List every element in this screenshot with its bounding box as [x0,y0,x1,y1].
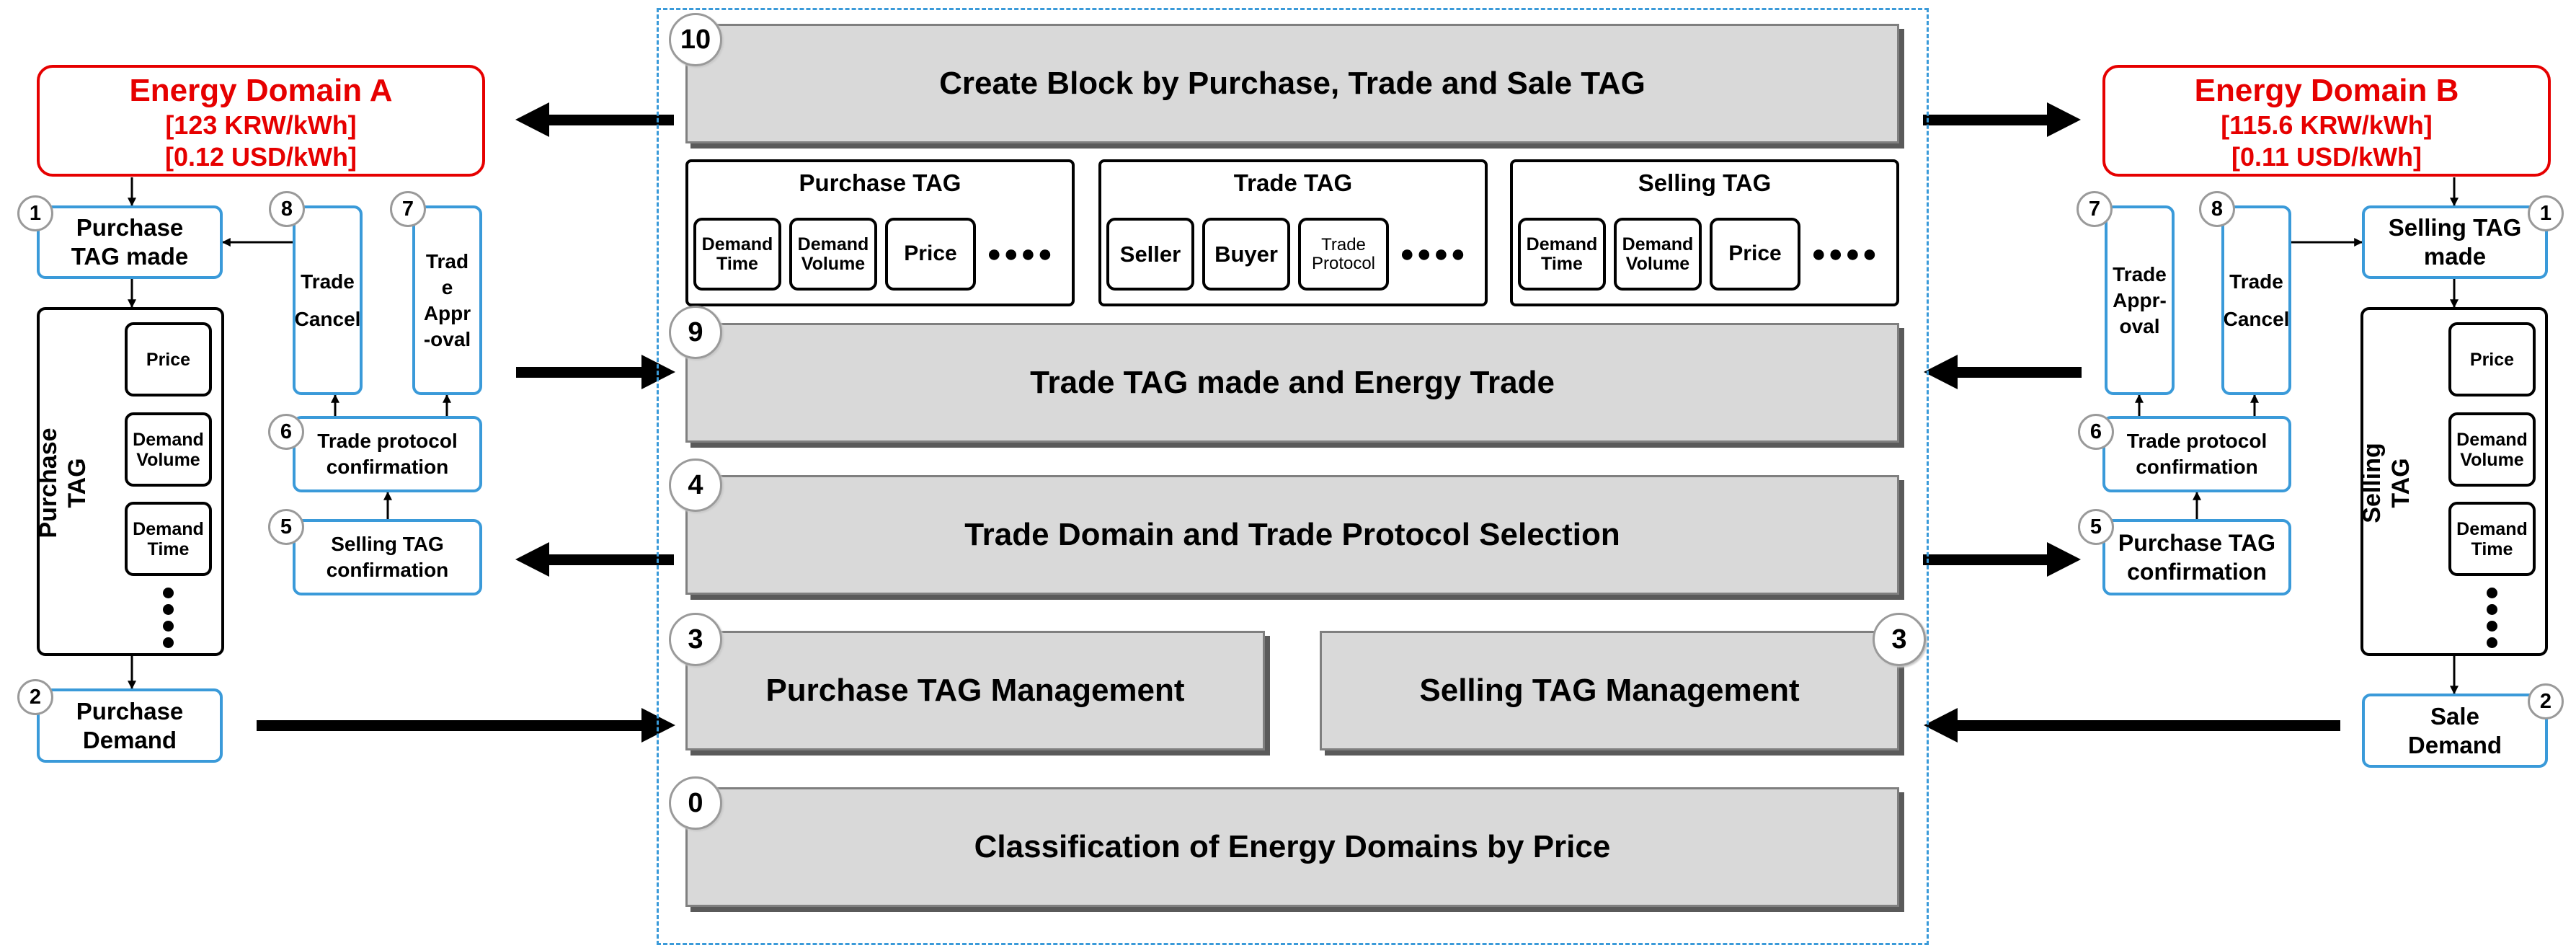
domain-a-purchase-tag-made: Purchase TAG made [37,205,223,279]
purchase-tag-title: Purchase TAG [799,169,961,196]
purchase-tag-demand-volume: Demand Volume [789,218,877,291]
domain-b-selling-tag-container: Selling TAG Price Demand Volume Demand T… [2358,307,2548,656]
purchase-tag-more: ●●●● [987,240,1055,267]
arrow-4-to-domain-a [515,542,674,577]
selling-tag-title: Selling TAG [1638,169,1772,196]
trade-tag-protocol: Trade Protocol [1298,218,1389,291]
domain-a-price-usd: [0.12 USD/kWh] [164,142,357,172]
selling-tag-price: Price [1710,218,1800,291]
trade-tag-more: ●●●● [1400,240,1468,267]
step-4-number: 4 [669,459,722,512]
domain-a-tag-container-label: Purchase TAG [35,428,91,539]
trade-tag-seller: Seller [1106,218,1194,291]
domain-a-step-1-number: 1 [17,195,53,231]
domain-a-step-8-number: 8 [269,191,305,227]
domain-b-title: Energy Domain B [2194,73,2459,108]
domain-b-trade-cancel: Trade Cancel [2221,205,2291,395]
arrow-10-to-domain-a [515,102,674,137]
selling-tag-demand-volume: Demand Volume [1614,218,1702,291]
domain-b-step-5-number: 5 [2078,509,2114,545]
step-9-label: Trade TAG made and Energy Trade [1030,365,1555,400]
domain-b-selling-tag-made: Selling TAG made [2362,205,2548,279]
domain-a-price-krw: [123 KRW/kWh] [165,110,357,140]
purchase-tag-panel: Purchase TAG Demand Time Demand Volume P… [685,159,1075,306]
step-4-label: Trade Domain and Trade Protocol Selectio… [964,517,1620,552]
step-9-box: Trade TAG made and Energy Trade [685,323,1899,443]
trade-tag-title: Trade TAG [1233,169,1353,196]
domain-b-step-2-number: 2 [2528,683,2564,719]
step-0-label: Classification of Energy Domains by Pric… [974,829,1611,864]
selling-tag-panel: Selling TAG Demand Time Demand Volume Pr… [1510,159,1899,306]
arrow-domain-b-demand-to-3 [1924,708,2340,743]
domain-b-tag-price: Price [2448,322,2536,397]
domain-a-trade-protocol-confirmation: Trade protocol confirmation [293,416,482,492]
domain-a-step-7-number: 7 [390,191,426,227]
step-3-right-number: 3 [1873,613,1926,666]
domain-b-tag-demand-volume: Demand Volume [2448,412,2536,487]
step-4-box: Trade Domain and Trade Protocol Selectio… [685,475,1899,595]
domain-a-purchase-tag-container: Purchase TAG Price Demand Volume Demand … [35,307,224,656]
domain-b-trade-protocol-confirmation: Trade protocol confirmation [2102,416,2291,492]
domain-b-step-7-number: 7 [2077,191,2113,227]
selling-tag-demand-time: Demand Time [1518,218,1606,291]
selling-tag-more: ●●●● [1811,240,1880,267]
domain-a-trade-approval: Trad e Appr -oval [412,205,482,395]
arrow-domain-a-demand-to-3 [257,708,675,743]
purchase-tag-demand-time: Demand Time [693,218,781,291]
domain-a-step-6-number: 6 [268,414,304,450]
domain-b-tag-more [2484,588,2499,648]
arrow-10-to-domain-b [1923,102,2081,137]
domain-a-tag-more [161,588,175,648]
domain-a-tag-demand-volume: Demand Volume [125,412,212,487]
domain-b-sale-demand: Sale Demand [2362,694,2548,768]
domain-b-price-krw: [115.6 KRW/kWh] [2221,110,2433,140]
trade-tag-buyer: Buyer [1202,218,1290,291]
energy-domain-a-box: Energy Domain A [123 KRW/kWh] [0.12 USD/… [37,65,485,177]
arrow-domain-b-to-9 [1924,355,2082,389]
step-0-number: 0 [669,776,722,830]
step-3-purchase-box: Purchase TAG Management [685,631,1265,750]
domain-b-step-6-number: 6 [2078,414,2114,450]
step-0-box: Classification of Energy Domains by Pric… [685,787,1899,907]
trade-tag-panel: Trade TAG Seller Buyer Trade Protocol ●●… [1098,159,1488,306]
domain-a-step-5-number: 5 [268,509,304,545]
domain-b-tag-container-label: Selling TAG [2358,443,2415,523]
domain-a-title: Energy Domain A [129,73,393,108]
domain-a-step-2-number: 2 [17,679,53,715]
step-3-left-number: 3 [669,613,722,666]
step-10-number: 10 [669,13,722,66]
domain-b-tag-demand-time: Demand Time [2448,502,2536,576]
domain-b-step-1-number: 1 [2528,195,2564,231]
step-9-number: 9 [669,306,722,359]
domain-b-step-8-number: 8 [2199,191,2235,227]
step-3-selling-box: Selling TAG Management [1320,631,1899,750]
step-10-box: Create Block by Purchase, Trade and Sale… [685,24,1899,143]
purchase-tag-price: Price [885,218,976,291]
domain-b-purchase-tag-confirmation: Purchase TAG confirmation [2102,519,2291,595]
step-3-selling-label: Selling TAG Management [1419,673,1800,708]
domain-a-trade-cancel: Trade Cancel [293,205,363,395]
energy-domain-b-box: Energy Domain B [115.6 KRW/kWh] [0.11 US… [2102,65,2551,177]
domain-a-tag-demand-time: Demand Time [125,502,212,576]
center-process-frame [657,8,1929,945]
arrow-4-to-domain-b [1923,542,2081,577]
domain-a-purchase-demand: Purchase Demand [37,688,223,763]
step-3-purchase-label: Purchase TAG Management [765,673,1185,708]
domain-b-trade-approval: Trade Appr- oval [2105,205,2175,395]
arrow-domain-a-to-9 [516,355,675,389]
step-10-label: Create Block by Purchase, Trade and Sale… [939,66,1645,101]
domain-a-selling-tag-confirmation: Selling TAG confirmation [293,519,482,595]
domain-b-price-usd: [0.11 USD/kWh] [2231,142,2422,172]
domain-a-tag-price: Price [125,322,212,397]
